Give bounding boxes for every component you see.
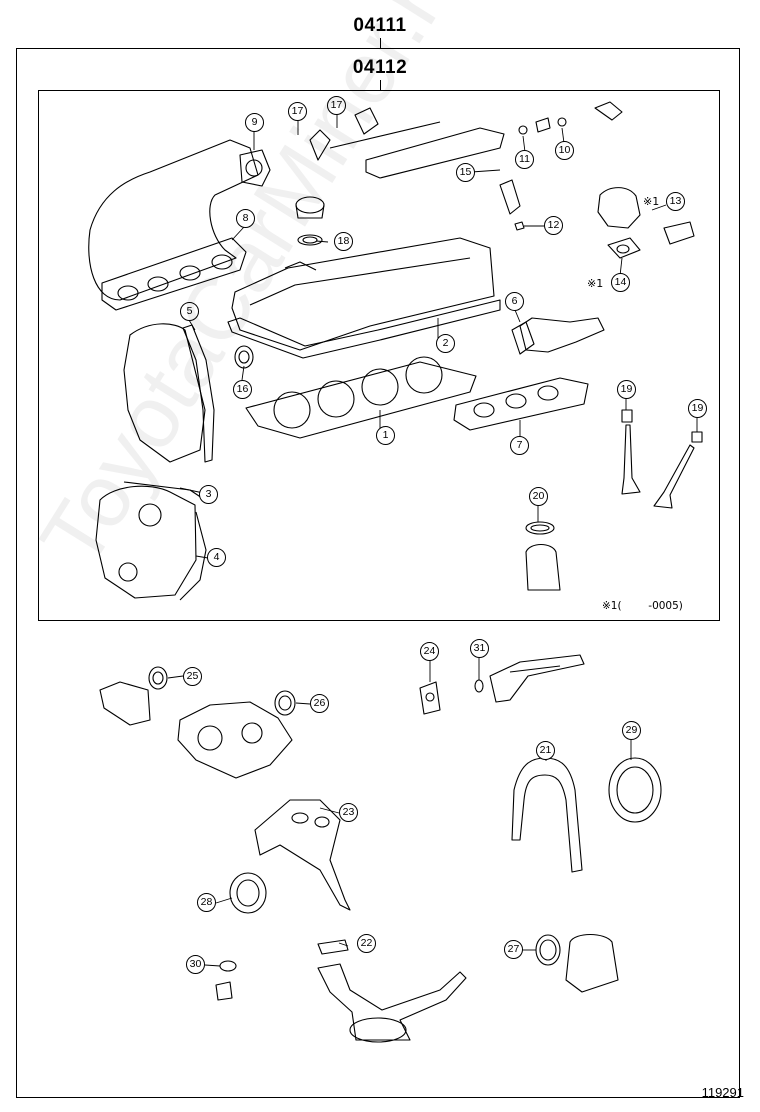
valve-19b [653, 444, 695, 509]
cylinder-head-gasket-1 [245, 361, 477, 439]
callout-31[interactable]: 31 [470, 639, 489, 658]
fuel-rail-drawing [365, 127, 505, 179]
head-cover-gasket-2 [227, 299, 501, 359]
oil-filter-drawing [565, 933, 619, 993]
callout-25[interactable]: 25 [183, 667, 202, 686]
egr-valve-drawing [597, 187, 641, 229]
callout-8[interactable]: 8 [236, 209, 255, 228]
callout-1[interactable]: 1 [376, 426, 395, 445]
assembly-number-04111[interactable]: 04111 [353, 15, 407, 36]
callout-7[interactable]: 7 [510, 436, 529, 455]
callout-4[interactable]: 4 [207, 548, 226, 567]
note-mark-13: ※1 [643, 195, 660, 208]
callout-17a[interactable]: 17 [288, 102, 307, 121]
oil-pump-drawing [95, 485, 197, 599]
exhaust-gasket-7 [453, 377, 589, 431]
callout-19b[interactable]: 19 [688, 399, 707, 418]
gasket-23 [254, 799, 351, 911]
callout-12[interactable]: 12 [544, 216, 563, 235]
intake-manifold-drawing [88, 139, 259, 301]
callout-18[interactable]: 18 [334, 232, 353, 251]
callout-29[interactable]: 29 [622, 721, 641, 740]
callout-27[interactable]: 27 [504, 940, 523, 959]
footnote-mark: ※1 [602, 600, 618, 612]
pipe-drawing [489, 654, 585, 703]
footnote: ※1( -0005) [602, 600, 683, 612]
callout-24[interactable]: 24 [420, 642, 439, 661]
callout-17b[interactable]: 17 [327, 96, 346, 115]
callout-2[interactable]: 2 [436, 334, 455, 353]
callout-5[interactable]: 5 [180, 302, 199, 321]
retainer-gasket-21 [511, 757, 583, 873]
timing-gasket-5 [182, 324, 215, 463]
footnote-text: ( -0005) [617, 600, 683, 612]
water-pump-drawing [177, 701, 293, 779]
callout-11[interactable]: 11 [515, 150, 534, 169]
oil-strainer-drawing [317, 963, 467, 1041]
callout-23[interactable]: 23 [339, 803, 358, 822]
note-mark-14: ※1 [587, 277, 604, 290]
callout-13[interactable]: 13 [666, 192, 685, 211]
callout-14[interactable]: 14 [611, 273, 630, 292]
kit-04112-frame [38, 90, 720, 621]
leader-04112 [380, 80, 381, 91]
callout-20[interactable]: 20 [529, 487, 548, 506]
intake-gasket-8 [101, 237, 247, 311]
callout-28[interactable]: 28 [197, 893, 216, 912]
kit-04111-frame [16, 48, 740, 1098]
water-inlet-drawing [99, 681, 151, 726]
callout-6[interactable]: 6 [505, 292, 524, 311]
throttle-gasket-9 [239, 149, 271, 187]
leader-04111 [380, 38, 381, 49]
assembly-number-04112[interactable]: 04112 [352, 57, 408, 78]
exhaust-manifold-drawing [519, 317, 605, 353]
timing-cover-drawing [123, 323, 206, 463]
callout-26[interactable]: 26 [310, 694, 329, 713]
callout-22[interactable]: 22 [357, 934, 376, 953]
callout-3[interactable]: 3 [199, 485, 218, 504]
callout-9[interactable]: 9 [245, 113, 264, 132]
callout-30[interactable]: 30 [186, 955, 205, 974]
callout-16[interactable]: 16 [233, 380, 252, 399]
callout-19a[interactable]: 19 [617, 380, 636, 399]
callout-15[interactable]: 15 [456, 163, 475, 182]
callout-21[interactable]: 21 [536, 741, 555, 760]
callout-10[interactable]: 10 [555, 141, 574, 160]
figure-number: 119291 [701, 1085, 744, 1100]
valve-19a [621, 424, 641, 495]
